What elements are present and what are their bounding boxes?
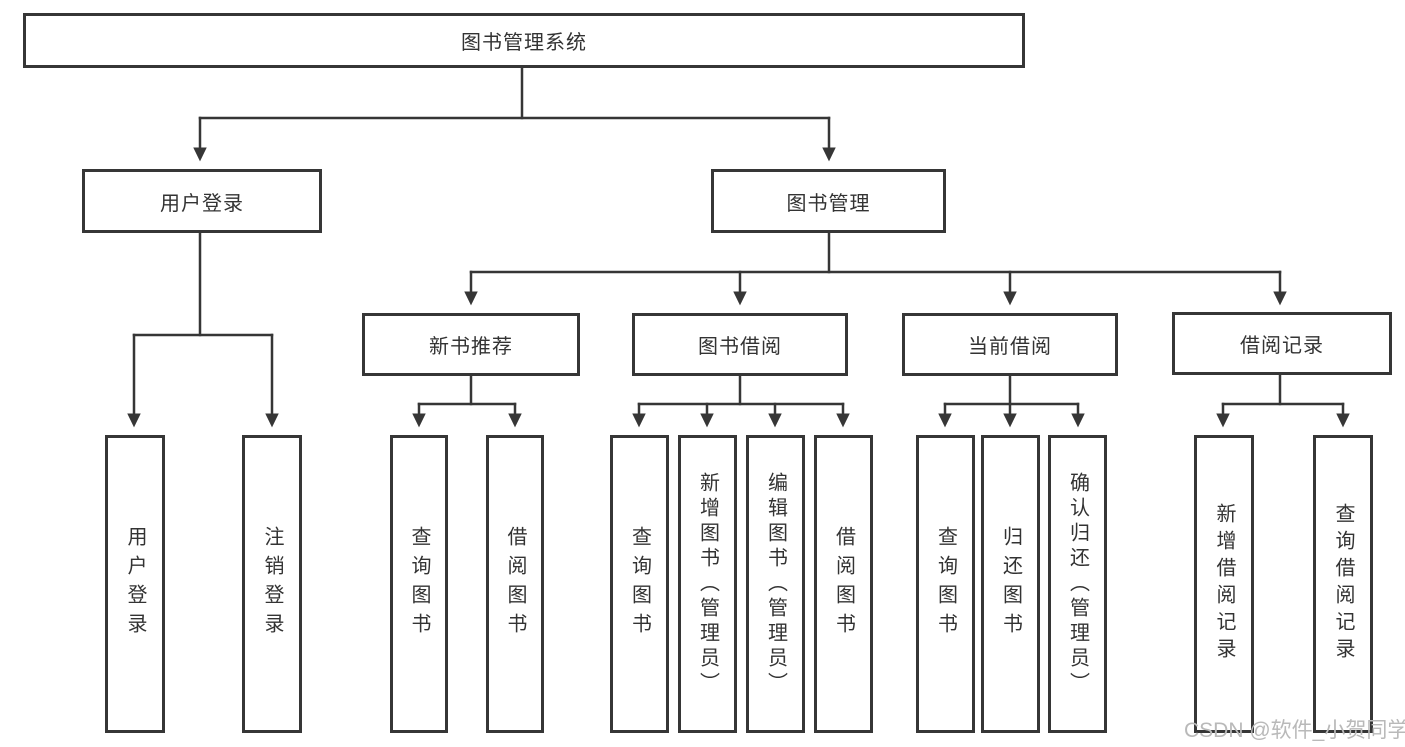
node-book-management: 图书管理 — [711, 169, 946, 233]
leaf-borrow-books-2: 借阅图书 — [814, 435, 873, 733]
leaf-borrow-books-1-label: 借阅图书 — [504, 526, 526, 642]
node-book-borrowing: 图书借阅 — [632, 313, 848, 376]
leaf-logout: 注销登录 — [242, 435, 302, 733]
leaf-user-login: 用户登录 — [105, 435, 165, 733]
watermark: CSDN @软件_小贺同学 — [1184, 719, 1405, 742]
leaf-query-books-3: 查询图书 — [916, 435, 975, 733]
leaf-confirm-return-admin: 确认归还（管理员） — [1048, 435, 1107, 733]
leaf-query-borrow-record-label: 查询借阅记录 — [1332, 503, 1354, 665]
connector-group — [127, 66, 1350, 428]
leaf-logout-label: 注销登录 — [261, 526, 283, 642]
leaf-query-books-2-label: 查询图书 — [628, 526, 651, 642]
leaf-borrow-books-2-label: 借阅图书 — [832, 526, 855, 642]
leaf-add-book-admin: 新增图书（管理员） — [678, 435, 737, 733]
node-borrowing-records: 借阅记录 — [1172, 312, 1392, 375]
node-library-management-system: 图书管理系统 — [23, 13, 1025, 68]
leaf-add-book-admin-label: 新增图书（管理员） — [696, 471, 719, 697]
leaf-add-borrow-record-label: 新增借阅记录 — [1213, 503, 1235, 665]
leaf-query-books-1-label: 查询图书 — [408, 526, 430, 642]
leaf-query-books-2: 查询图书 — [610, 435, 669, 733]
node-user-login: 用户登录 — [82, 169, 322, 233]
leaf-return-book-label: 归还图书 — [999, 526, 1022, 642]
node-new-book-recommendation: 新书推荐 — [362, 313, 580, 376]
node-current-borrowing: 当前借阅 — [902, 313, 1118, 376]
leaf-add-borrow-record: 新增借阅记录 — [1194, 435, 1254, 733]
leaf-confirm-return-admin-label: 确认归还（管理员） — [1066, 471, 1089, 697]
leaf-query-books-3-label: 查询图书 — [934, 526, 957, 642]
leaf-user-login-label: 用户登录 — [124, 526, 146, 642]
leaf-return-book: 归还图书 — [981, 435, 1040, 733]
leaf-query-borrow-record: 查询借阅记录 — [1313, 435, 1373, 733]
leaf-edit-book-admin: 编辑图书（管理员） — [746, 435, 805, 733]
leaf-edit-book-admin-label: 编辑图书（管理员） — [764, 471, 787, 697]
leaf-query-books-1: 查询图书 — [390, 435, 448, 733]
leaf-borrow-books-1: 借阅图书 — [486, 435, 544, 733]
